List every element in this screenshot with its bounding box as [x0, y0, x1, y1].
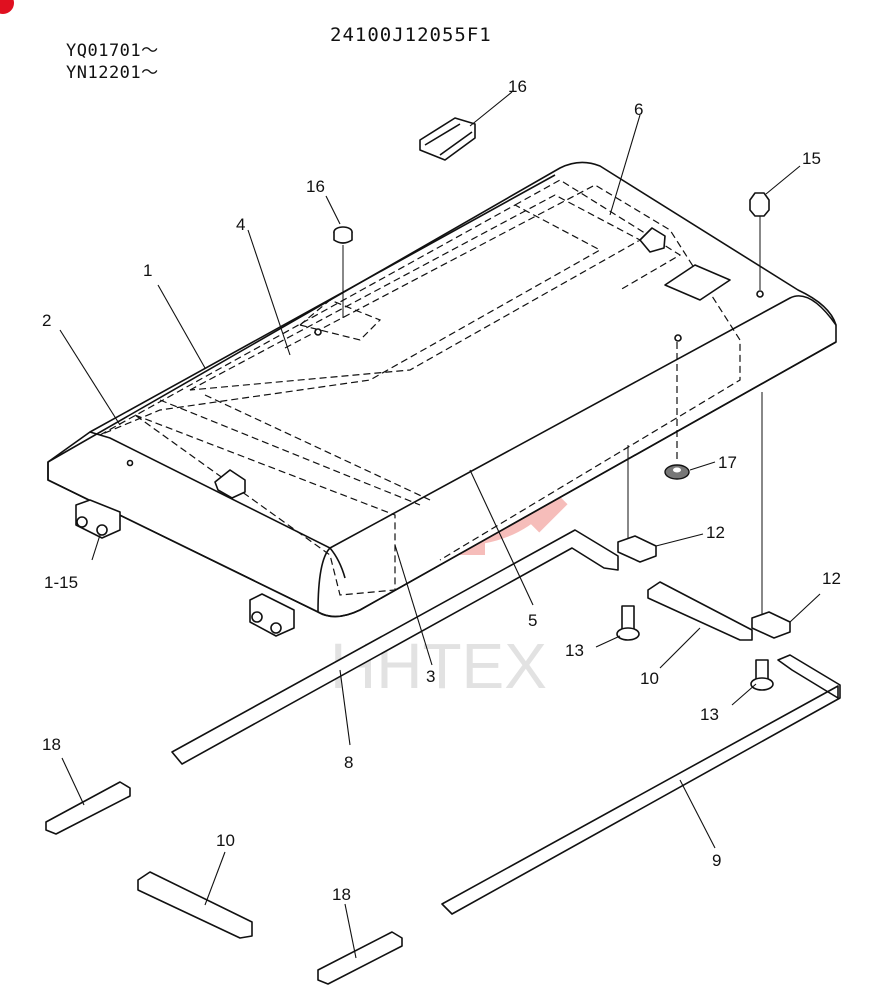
callout-3: 3	[426, 667, 435, 686]
callout-12-a: 12	[706, 523, 725, 542]
block-12-b	[751, 611, 791, 639]
callout-4: 4	[236, 215, 245, 234]
bolt-13-b	[750, 659, 774, 691]
block-12-a	[617, 535, 657, 563]
serial-range-2: YN12201～	[66, 63, 159, 83]
leader-lines	[59, 91, 821, 959]
spacer-10-a	[647, 581, 753, 641]
callout-12-b: 12	[822, 569, 841, 588]
grommet-part	[333, 226, 353, 318]
callout-5: 5	[528, 611, 537, 630]
callout-10-b: 10	[216, 831, 235, 850]
callout-13-a: 13	[565, 641, 584, 660]
serial-range-1: YQ01701～	[66, 41, 159, 61]
callout-18-b: 18	[332, 885, 351, 904]
seal-strip-8	[171, 529, 619, 765]
callout-9: 9	[712, 851, 721, 870]
callout-13-b: 13	[700, 705, 719, 724]
strip-18-a	[45, 781, 131, 835]
nut-part	[749, 192, 770, 290]
part-code: 24100J12055F1	[330, 24, 492, 46]
callout-14: 15	[802, 149, 821, 168]
callout-1: 1	[143, 261, 152, 280]
strip-18-b	[317, 931, 403, 985]
latch-part	[419, 117, 476, 161]
callout-15: 16	[508, 77, 527, 96]
corner-badge	[0, 0, 14, 14]
callout-17: 17	[718, 453, 737, 472]
washer-part	[664, 342, 690, 480]
callout-10-a: 10	[640, 669, 659, 688]
callout-1-15: 1-15	[44, 573, 78, 592]
bolt-13-a	[616, 605, 640, 641]
callout-2: 2	[42, 311, 51, 330]
callout-6: 6	[634, 100, 643, 119]
callout-16: 16	[306, 177, 325, 196]
spacer-10-b	[137, 871, 253, 939]
watermark-text: HHTEX	[330, 630, 547, 702]
seal-strip-9	[441, 654, 841, 915]
callout-18-a: 18	[42, 735, 61, 754]
roof-panel	[47, 161, 837, 637]
callout-8: 8	[344, 753, 353, 772]
